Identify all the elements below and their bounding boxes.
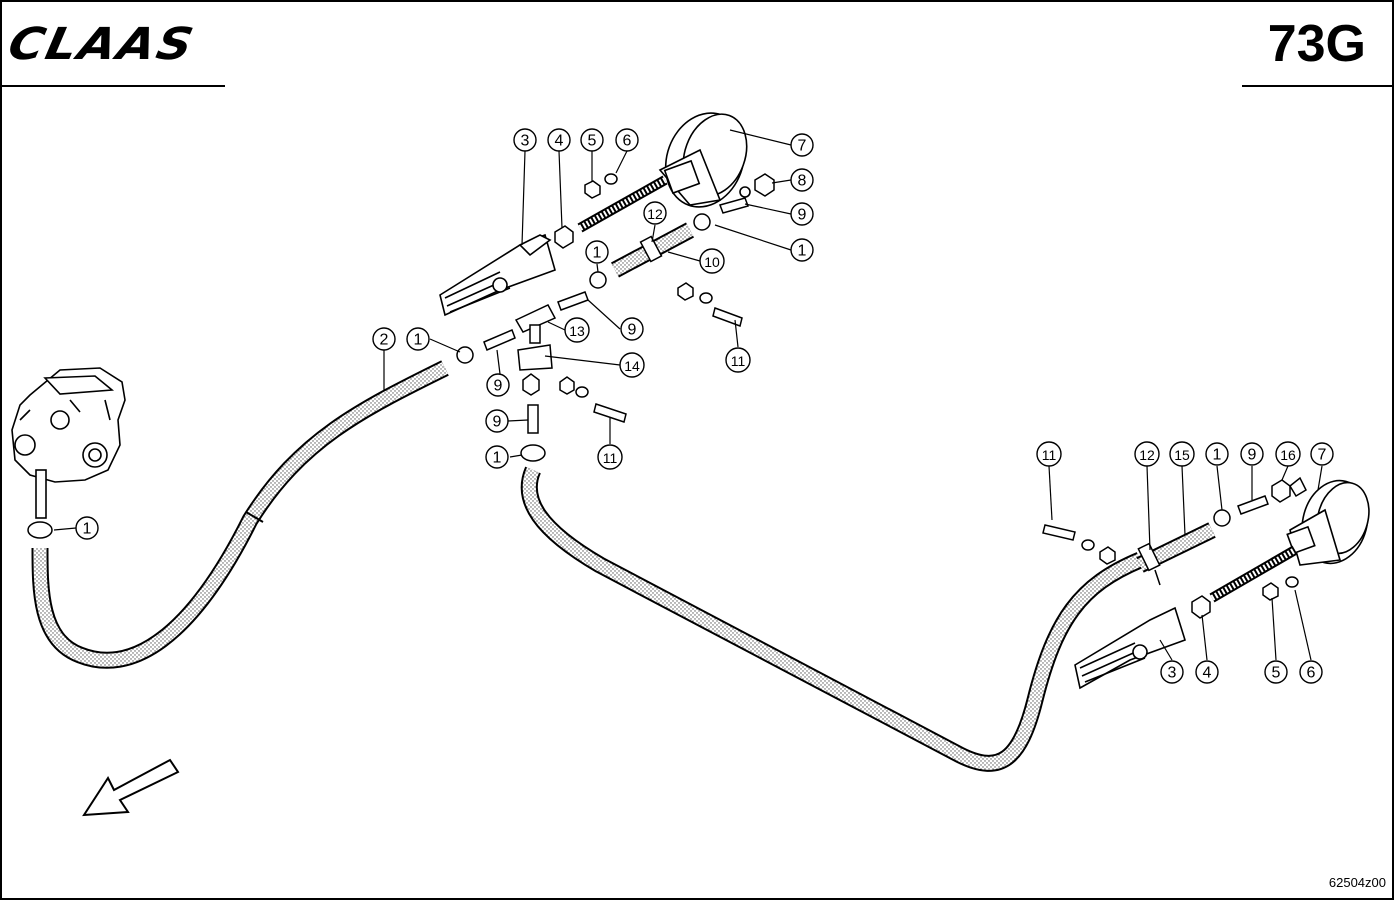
drawing-number: 62504z00: [1328, 875, 1386, 890]
callout-1-valve: 1: [75, 516, 99, 540]
svg-text:1: 1: [414, 332, 423, 349]
callout-9-lower: 9: [485, 409, 509, 433]
callout-1-lower: 1: [485, 445, 509, 469]
callout-15: 15: [1169, 441, 1195, 467]
svg-text:9: 9: [493, 414, 502, 431]
callout-3-right: 3: [1160, 660, 1184, 684]
brake-cylinder-right: [1286, 479, 1370, 566]
callout-8: 8: [790, 168, 814, 192]
callout-9-top: 9: [790, 202, 814, 226]
hose-left: [31, 360, 449, 669]
callouts: 3 4 5 6 7 8 9 1 12 10 1 9 13 14 11 2 1 9…: [75, 128, 1334, 684]
callout-5-right: 5: [1264, 660, 1288, 684]
callout-11-right: 11: [1036, 441, 1062, 467]
svg-text:1: 1: [798, 243, 807, 260]
hose-long: [520, 466, 1144, 772]
callout-6-right: 6: [1299, 660, 1323, 684]
svg-text:11: 11: [603, 450, 618, 466]
svg-text:9: 9: [628, 322, 637, 339]
callout-11-mid: 11: [597, 444, 623, 470]
callout-10: 10: [699, 248, 725, 274]
direction-arrow-icon: [82, 758, 180, 817]
svg-text:13: 13: [569, 323, 585, 339]
callout-9-mid: 9: [620, 317, 644, 341]
svg-text:1: 1: [83, 521, 92, 538]
svg-text:1: 1: [593, 245, 602, 262]
brake-cylinder-top: [658, 112, 751, 208]
callout-1-right: 1: [1205, 442, 1229, 466]
svg-text:8: 8: [798, 173, 807, 190]
svg-text:6: 6: [623, 133, 632, 150]
callout-16: 16: [1275, 441, 1301, 467]
page-code: 73G: [1267, 15, 1366, 73]
svg-text:16: 16: [1280, 447, 1296, 463]
svg-text:12: 12: [647, 206, 663, 222]
svg-text:3: 3: [521, 133, 530, 150]
callout-13: 13: [564, 317, 590, 343]
svg-text:4: 4: [555, 133, 564, 150]
svg-text:9: 9: [798, 207, 807, 224]
leader-lines: [53, 129, 1323, 661]
threaded-rod-right: [1209, 545, 1298, 603]
brake-valve-assembly: [11, 367, 126, 519]
svg-text:2: 2: [380, 332, 389, 349]
callout-2: 2: [372, 327, 396, 351]
callout-9-left: 9: [486, 373, 510, 397]
callout-9-right: 9: [1240, 442, 1264, 466]
callout-6-top: 6: [615, 128, 639, 152]
svg-text:7: 7: [798, 138, 807, 155]
callout-11-top: 11: [725, 347, 751, 373]
callout-7-top: 7: [790, 133, 814, 157]
threaded-rod-top: [577, 175, 668, 233]
callout-14: 14: [619, 352, 645, 378]
svg-text:10: 10: [704, 254, 720, 270]
callout-1-mid: 1: [585, 240, 609, 264]
svg-text:15: 15: [1174, 447, 1190, 463]
slack-adjuster-top: [439, 233, 556, 317]
svg-text:9: 9: [1248, 447, 1257, 464]
svg-text:3: 3: [1168, 665, 1177, 682]
slack-adjuster-right: [1074, 606, 1186, 690]
svg-text:7: 7: [1318, 447, 1327, 464]
svg-text:5: 5: [1272, 665, 1281, 682]
svg-text:12: 12: [1139, 447, 1155, 463]
callout-3-top: 3: [513, 128, 537, 152]
svg-text:14: 14: [624, 358, 640, 374]
callout-12-top: 12: [643, 201, 667, 225]
callout-4-right: 4: [1195, 660, 1219, 684]
callout-1-left: 1: [406, 327, 430, 351]
svg-text:1: 1: [1213, 447, 1222, 464]
callout-4-top: 4: [547, 128, 571, 152]
svg-text:5: 5: [588, 133, 597, 150]
hose-short-15: [1136, 522, 1216, 586]
svg-text:6: 6: [1307, 665, 1316, 682]
svg-text:1: 1: [493, 450, 502, 467]
callout-12-right: 12: [1134, 441, 1160, 467]
svg-text:11: 11: [1042, 447, 1057, 463]
hose-short-10: [611, 222, 694, 278]
svg-text:9: 9: [494, 378, 503, 395]
callout-1-top: 1: [790, 238, 814, 262]
small-fittings: [27, 173, 1307, 619]
svg-text:4: 4: [1203, 665, 1212, 682]
callout-7-right: 7: [1310, 442, 1334, 466]
svg-text:11: 11: [731, 353, 746, 369]
callout-5-top: 5: [580, 128, 604, 152]
